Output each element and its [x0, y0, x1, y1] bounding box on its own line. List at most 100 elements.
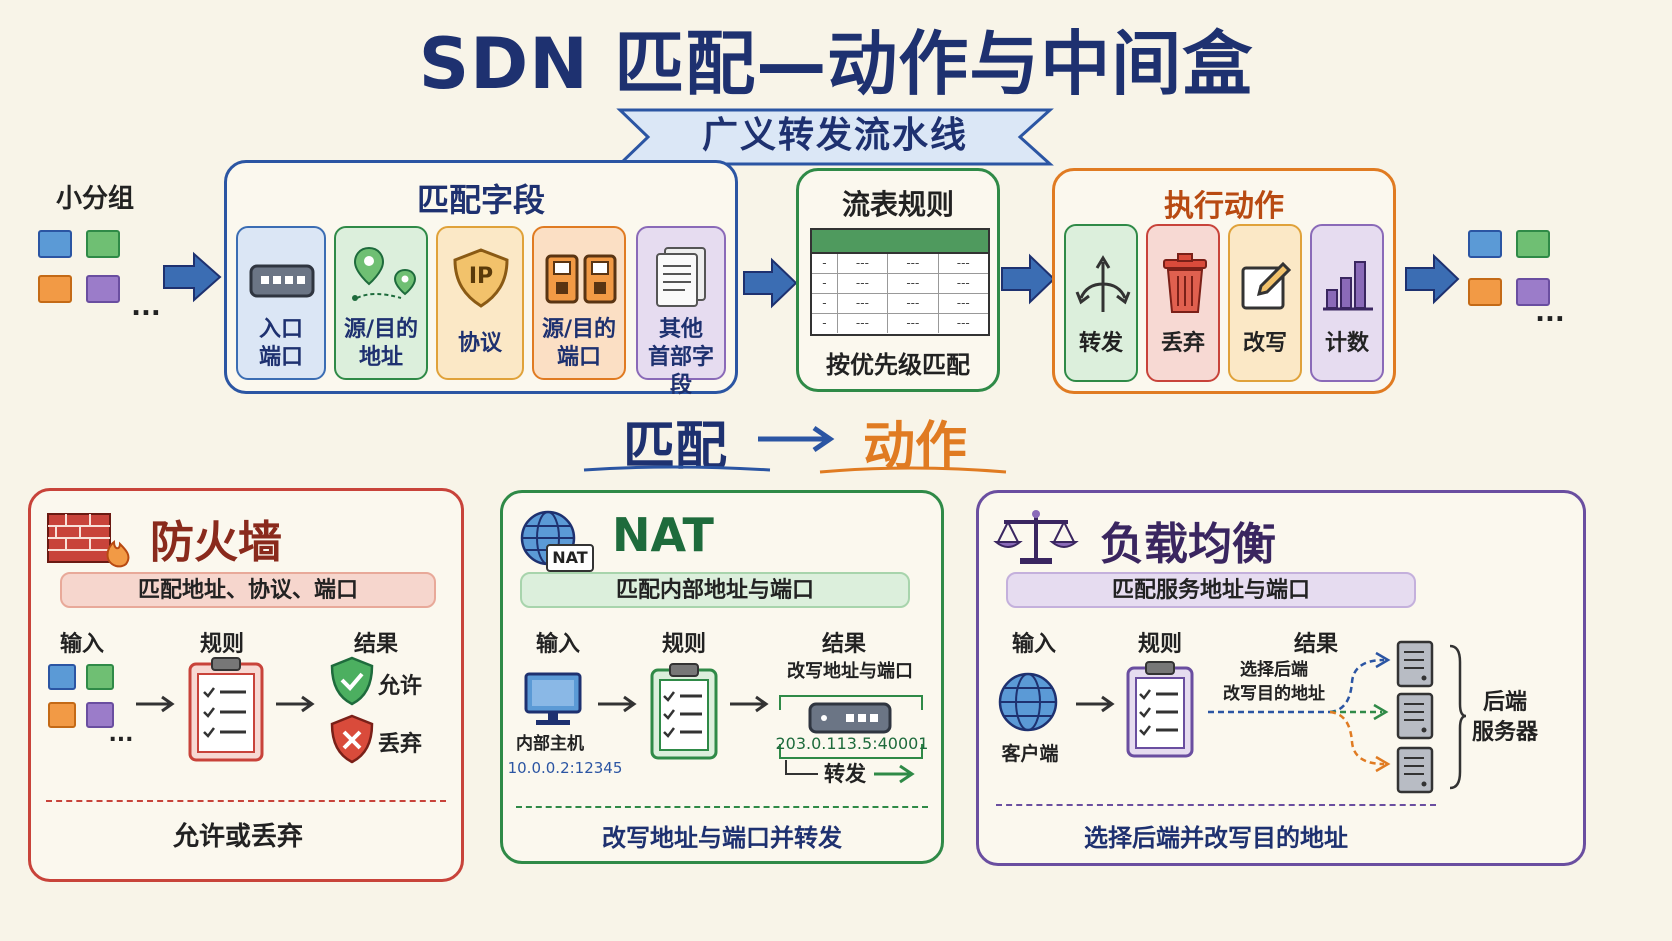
- flow-table-cell: ---: [838, 294, 889, 313]
- firewall-result-label: 结果: [353, 632, 398, 657]
- load-balancer-footer: 选择后端并改写目的地址: [1084, 824, 1348, 852]
- flow-table-cell: ---: [888, 274, 939, 293]
- globe-icon: [998, 672, 1058, 732]
- arrow-right-icon: [1076, 695, 1115, 713]
- nat-footer: 改写地址与端口并转发: [602, 824, 842, 852]
- trash-icon: [1163, 253, 1207, 313]
- location-pins-icon: [352, 246, 417, 301]
- firewall-allow-label: 允许: [378, 674, 423, 699]
- nat-title: NAT: [612, 508, 714, 562]
- flow-table-cell: -: [812, 254, 838, 273]
- nat-badge: NAT: [546, 544, 594, 572]
- nat-inner-address: 10.0.0.2:12345: [507, 759, 623, 777]
- packets-label: 小分组: [55, 184, 134, 214]
- load-balancer-panel: [976, 490, 1586, 866]
- match-fields-title: 匹配字段: [416, 181, 545, 219]
- brace-decoration: [1449, 644, 1467, 790]
- arrow-right-icon: [730, 695, 769, 713]
- field-card-ingress-port: 入口 端口: [236, 226, 326, 380]
- nat-router-icon: [779, 695, 923, 759]
- underline-decoration: [583, 465, 1007, 474]
- flow-table-cell: ---: [838, 274, 889, 293]
- ip-shield-icon: [453, 248, 509, 308]
- flow-table-cell: ---: [956, 276, 970, 290]
- subtitle: 广义转发流水线: [701, 115, 968, 156]
- arrow-right-icon: [758, 425, 835, 453]
- arrow-right-icon: [163, 251, 222, 303]
- flow-table-cell: ---: [956, 316, 970, 330]
- actions-title: 执行动作: [1164, 189, 1284, 224]
- flow-table-title: 流表规则: [841, 188, 954, 221]
- flow-table-cell: ---: [888, 294, 939, 313]
- arrow-right-icon: [743, 257, 798, 309]
- action-card-rewrite: 改写: [1228, 224, 1302, 382]
- arrow-right-icon: [785, 760, 915, 784]
- flow-table-cell: -: [812, 294, 838, 313]
- action-card-drop: 丢弃: [1146, 224, 1220, 382]
- flow-table-footer: 按优先级匹配: [826, 351, 970, 379]
- flow-table-cell: ---: [956, 296, 970, 310]
- balance-scale-icon: [993, 510, 1079, 564]
- action-card-count: 计数: [1310, 224, 1384, 382]
- lb-client-label: 客户端: [1001, 743, 1059, 765]
- lb-backend-label: 后端 服务器: [1471, 690, 1538, 745]
- computer-icon: [524, 672, 582, 725]
- nat-host-label: 内部主机: [516, 734, 584, 754]
- firewall-title: 防火墙: [150, 517, 282, 568]
- nat-input-label: 输入: [535, 632, 580, 657]
- flow-table-cell: ---: [888, 314, 939, 333]
- brick-wall-fire-icon: [47, 513, 130, 568]
- server-icon: [1396, 692, 1434, 740]
- load-balancer-match-pill: 匹配服务地址与端口: [1006, 572, 1416, 608]
- flow-table-row: ----------: [812, 254, 988, 274]
- flow-table-row: ----------: [812, 274, 988, 294]
- port-blocks-icon: [545, 254, 617, 304]
- server-icon: [1396, 746, 1434, 794]
- nat-result-label: 结果: [821, 632, 866, 657]
- shield-check-icon: [330, 656, 374, 706]
- nat-match-pill: 匹配内部地址与端口: [520, 572, 910, 608]
- arrow-right-icon: [598, 695, 637, 713]
- flow-table-cell: ---: [888, 254, 939, 273]
- flow-table-cell: ---: [956, 256, 970, 270]
- clipboard-icon: [188, 657, 264, 762]
- flow-table-cell: -: [812, 314, 838, 333]
- document-icon: [656, 247, 706, 307]
- lb-result-label: 结果: [1293, 632, 1338, 657]
- nat-forward-label: 转发: [824, 762, 866, 786]
- field-card-address: 源/目的 地址: [334, 226, 428, 380]
- packets-out-ellipsis: ...: [1535, 298, 1565, 328]
- lb-input-label: 输入: [1011, 632, 1056, 657]
- nat-outer-address: 203.0.113.5:40001: [775, 734, 929, 753]
- firewall-input-label: 输入: [59, 632, 104, 657]
- load-balancer-title: 负载均衡: [1100, 519, 1276, 570]
- clipboard-icon: [1126, 661, 1194, 758]
- arrow-right-icon: [1001, 253, 1056, 305]
- firewall-drop-label: 丢弃: [378, 732, 423, 757]
- subtitle-banner: [616, 108, 1054, 166]
- field-card-ports: 源/目的 端口: [532, 226, 626, 380]
- switch-icon: [249, 264, 315, 298]
- arrow-right-icon: [276, 695, 315, 713]
- dispatch-arrows: [1208, 651, 1391, 773]
- nat-rewrite-label: 改写地址与端口: [787, 661, 913, 682]
- page-title: SDN 匹配—动作与中间盒: [418, 23, 1254, 105]
- field-card-protocol: IP 协议: [436, 226, 524, 380]
- fork-arrow-icon: [1075, 255, 1131, 312]
- packets-ellipsis: ...: [131, 292, 161, 322]
- firewall-match-pill: 匹配地址、协议、端口: [60, 572, 436, 608]
- flow-table-row: ----------: [812, 294, 988, 314]
- lb-rule-label: 规则: [1137, 632, 1182, 657]
- flow-table-cell: -: [812, 274, 838, 293]
- server-icon: [1396, 640, 1434, 688]
- flow-table-grid: ----------------------------------------: [810, 228, 990, 336]
- flow-table-cell: ---: [838, 314, 889, 333]
- nat-rule-label: 规则: [661, 632, 706, 657]
- action-card-forward: 转发: [1064, 224, 1138, 382]
- edit-icon: [1241, 261, 1292, 310]
- shield-x-icon: [330, 714, 374, 764]
- flow-table-row: ----------: [812, 314, 988, 333]
- field-card-other-headers: 其他 首部字段: [636, 226, 726, 398]
- arrow-right-icon: [136, 695, 175, 713]
- lb-select-label: 选择后端 改写目的地址: [1223, 660, 1325, 704]
